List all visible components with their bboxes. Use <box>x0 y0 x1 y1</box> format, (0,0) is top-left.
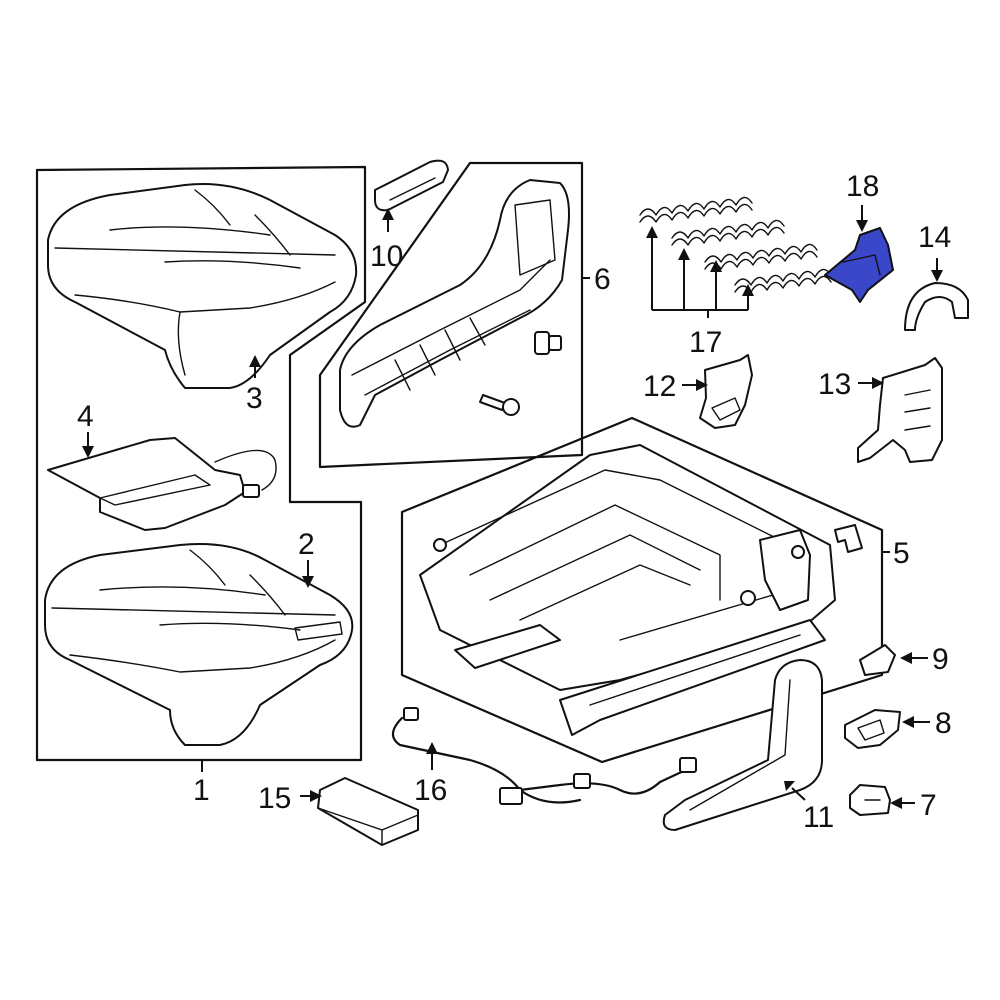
callout-15: 15 <box>258 782 291 815</box>
part-18-bracket-highlighted[interactable] <box>824 227 894 303</box>
callout-2: 2 <box>298 528 315 561</box>
callout-17: 17 <box>689 326 722 359</box>
callout-11: 11 <box>803 801 834 834</box>
callout-5: 5 <box>893 537 910 570</box>
part-8-cover[interactable] <box>844 709 901 749</box>
part-9-cover[interactable] <box>859 644 896 676</box>
callout-7: 7 <box>920 789 937 822</box>
callout-18: 18 <box>846 170 879 203</box>
leader-lines <box>82 205 943 809</box>
part-14-clip[interactable] <box>904 282 969 331</box>
screw-lower <box>479 394 520 416</box>
part-6-side-panel[interactable] <box>339 179 570 428</box>
part-2-cushion-cover[interactable] <box>44 543 354 746</box>
callout-10: 10 <box>370 240 403 273</box>
callout-1: 1 <box>193 774 210 807</box>
screw-upper <box>534 331 562 355</box>
group-5-frame <box>400 416 884 764</box>
group-1-frame <box>35 165 367 762</box>
part-3-cushion-pad[interactable] <box>47 183 358 389</box>
part-15-module[interactable] <box>317 777 419 846</box>
callout-8: 8 <box>935 707 952 740</box>
callout-3: 3 <box>246 382 263 415</box>
callout-14: 14 <box>918 221 951 254</box>
part-13-bracket[interactable] <box>857 357 943 463</box>
callout-16: 16 <box>414 774 447 807</box>
part-12-bracket[interactable] <box>699 354 753 429</box>
callout-6: 6 <box>594 263 611 296</box>
callout-9: 9 <box>932 643 949 676</box>
part-16-wiring-harness[interactable] <box>391 707 697 805</box>
part-10-handle[interactable] <box>374 159 449 212</box>
part-11-side-trim[interactable] <box>662 659 823 831</box>
callout-12: 12 <box>643 370 676 403</box>
part-17-springs[interactable] <box>639 196 832 293</box>
callout-4: 4 <box>77 400 94 433</box>
frame-clip <box>834 524 863 553</box>
part-4-heater-mat[interactable] <box>47 437 277 531</box>
callout-13: 13 <box>818 368 851 401</box>
part-5-seat-track-frame[interactable] <box>419 444 836 736</box>
part-7-clip[interactable] <box>849 784 891 816</box>
